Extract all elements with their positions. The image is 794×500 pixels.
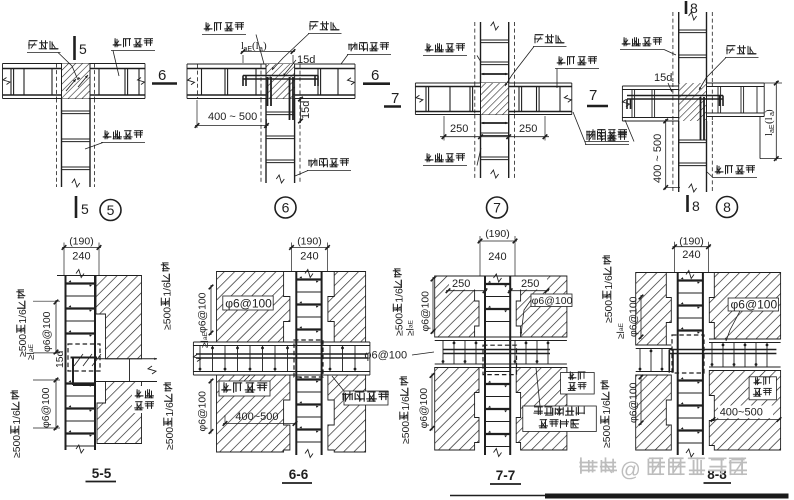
svg-text:8: 8 — [723, 199, 731, 215]
svg-text:400~500: 400~500 — [235, 411, 278, 423]
svg-text:φ6@100: φ6@100 — [731, 298, 778, 312]
svg-text:≥500: ≥500 — [165, 427, 176, 450]
svg-text:≥l: ≥l — [616, 331, 627, 339]
svg-text:(190): (190) — [485, 228, 510, 240]
svg-text:≥500: ≥500 — [602, 425, 613, 448]
svg-text:aE: aE — [408, 319, 415, 328]
svg-text:7: 7 — [589, 87, 597, 104]
svg-text:aE: aE — [202, 331, 209, 340]
svg-text:φ6@100: φ6@100 — [41, 387, 52, 428]
svg-text:@: @ — [620, 459, 641, 482]
svg-text:8-8: 8-8 — [707, 467, 727, 482]
svg-text:l: l — [763, 133, 775, 136]
svg-text:7: 7 — [391, 90, 399, 107]
svg-text:6: 6 — [371, 67, 379, 84]
svg-text:a: a — [259, 46, 263, 53]
svg-text:aE: aE — [769, 124, 776, 133]
svg-text:): ) — [763, 109, 775, 113]
svg-text:15d: 15d — [55, 350, 66, 368]
svg-text:1/6: 1/6 — [12, 410, 23, 425]
svg-text:φ6@100: φ6@100 — [532, 295, 573, 307]
svg-text:φ6@100: φ6@100 — [629, 382, 640, 423]
svg-text:φ6@100: φ6@100 — [421, 291, 432, 332]
svg-text:1/6: 1/6 — [163, 282, 174, 297]
svg-text:φ6@100: φ6@100 — [198, 292, 209, 333]
svg-text:(l: (l — [763, 117, 775, 124]
svg-text:240: 240 — [682, 249, 700, 261]
svg-text:400~500: 400~500 — [720, 407, 763, 419]
svg-text:250: 250 — [519, 123, 537, 135]
svg-text:8: 8 — [692, 198, 700, 214]
svg-text:1/6: 1/6 — [18, 309, 29, 324]
svg-text:≥500: ≥500 — [12, 435, 23, 458]
svg-text:6: 6 — [158, 67, 166, 84]
svg-text:6: 6 — [282, 200, 290, 216]
svg-text:≥500: ≥500 — [604, 300, 615, 323]
svg-text:): ) — [263, 40, 267, 52]
svg-text:φ6@100: φ6@100 — [419, 388, 430, 429]
svg-text:240: 240 — [300, 251, 318, 263]
svg-text:φ6@100: φ6@100 — [629, 296, 640, 337]
svg-text:≥500: ≥500 — [18, 334, 29, 357]
svg-text:aE: aE — [618, 322, 625, 331]
svg-text:1/6: 1/6 — [395, 288, 406, 303]
svg-text:1/6: 1/6 — [165, 402, 176, 417]
svg-text:(l: (l — [252, 40, 259, 52]
svg-text:≥500: ≥500 — [163, 307, 174, 330]
svg-text:400 ~ 500: 400 ~ 500 — [208, 111, 257, 123]
svg-text:240: 240 — [72, 251, 90, 263]
svg-text:(190): (190) — [679, 236, 704, 248]
svg-text:φ6@100: φ6@100 — [198, 391, 209, 432]
svg-text:400 ~ 500: 400 ~ 500 — [652, 134, 664, 183]
svg-text:7-7: 7-7 — [496, 468, 516, 483]
svg-text:6-6: 6-6 — [289, 467, 309, 482]
svg-text:φ6@100: φ6@100 — [42, 311, 53, 352]
svg-text:≥l: ≥l — [26, 352, 37, 360]
svg-text:5-5: 5-5 — [92, 466, 112, 481]
svg-text:1/6: 1/6 — [401, 396, 412, 411]
svg-text:≥500: ≥500 — [395, 313, 406, 336]
svg-text:5: 5 — [81, 201, 89, 217]
svg-text:240: 240 — [488, 251, 506, 263]
svg-text:8: 8 — [690, 0, 698, 16]
svg-text:250: 250 — [450, 123, 468, 135]
svg-text:250: 250 — [521, 278, 539, 290]
svg-text:1/6: 1/6 — [604, 275, 615, 290]
svg-text:(190): (190) — [297, 236, 322, 248]
svg-text:≥l: ≥l — [405, 328, 416, 336]
svg-text:1/6: 1/6 — [602, 400, 613, 415]
svg-text:φ6@100: φ6@100 — [364, 350, 407, 362]
svg-text:≥500: ≥500 — [401, 421, 412, 444]
svg-text:5: 5 — [107, 202, 115, 218]
svg-text:a: a — [769, 112, 776, 116]
svg-text:15d: 15d — [654, 72, 672, 84]
svg-text:(190): (190) — [69, 236, 94, 248]
svg-text:aE: aE — [244, 46, 253, 53]
svg-text:15d: 15d — [297, 54, 315, 66]
svg-text:5: 5 — [79, 41, 87, 57]
svg-text:≥l: ≥l — [200, 340, 211, 348]
svg-text:aE: aE — [28, 343, 35, 352]
svg-text:15d: 15d — [300, 101, 312, 119]
svg-text:250: 250 — [452, 278, 470, 290]
svg-text:φ6@100: φ6@100 — [225, 297, 272, 311]
svg-text:7: 7 — [493, 200, 501, 216]
svg-text:l: l — [241, 40, 244, 52]
